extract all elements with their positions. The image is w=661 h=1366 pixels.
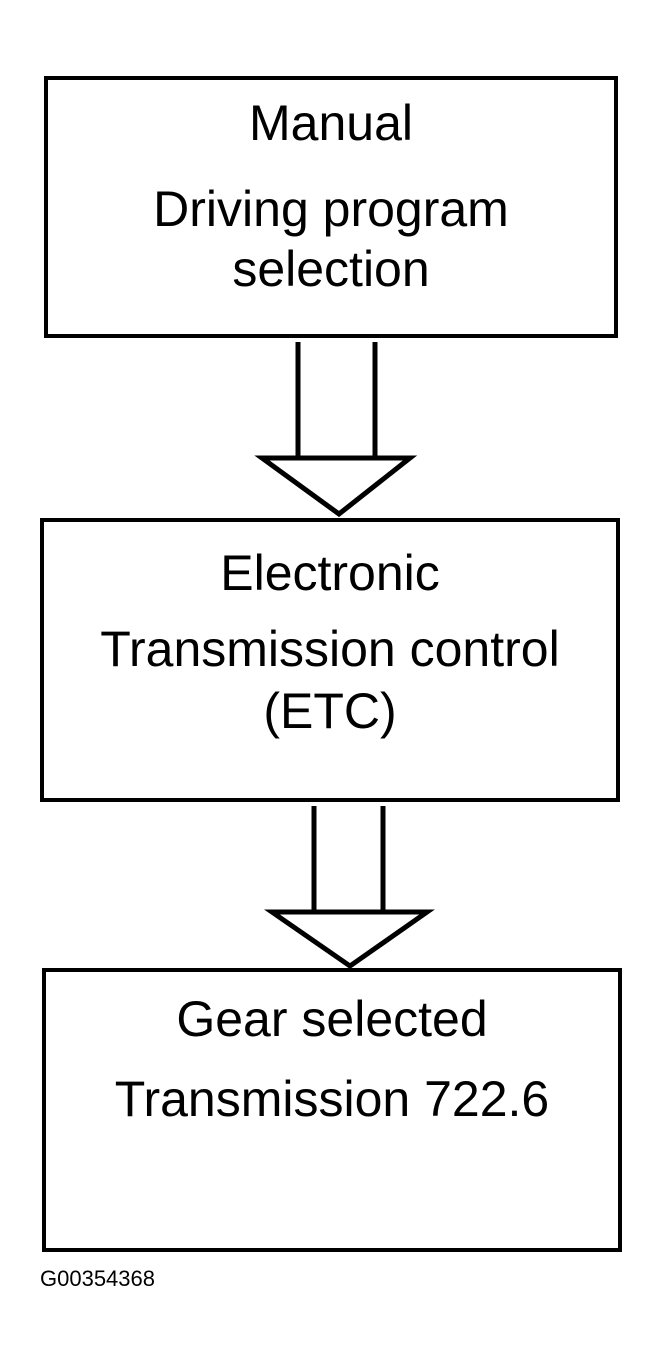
box-2-line-2: Transmission control (100, 621, 560, 677)
etc-box: Electronic Transmission control (ETC) (40, 518, 620, 802)
figure-code: G00354368 (40, 1266, 155, 1291)
box-1-line-2: Driving program (153, 181, 509, 237)
gear-selected-box: Gear selected Transmission 722.6 (42, 968, 622, 1252)
box-3-line-1: Gear selected (176, 991, 488, 1047)
manual-selection-box: Manual Driving program selection (44, 76, 618, 338)
box-2-line-1: Electronic (220, 545, 440, 601)
box-1-line-3: selection (232, 241, 430, 297)
box-2-line-3: (ETC) (263, 683, 397, 739)
box-3-line-2: Transmission 722.6 (114, 1071, 550, 1127)
arrow-2-head (263, 909, 435, 970)
arrow-1-head (254, 455, 418, 518)
box-1-line-1: Manual (249, 95, 413, 151)
